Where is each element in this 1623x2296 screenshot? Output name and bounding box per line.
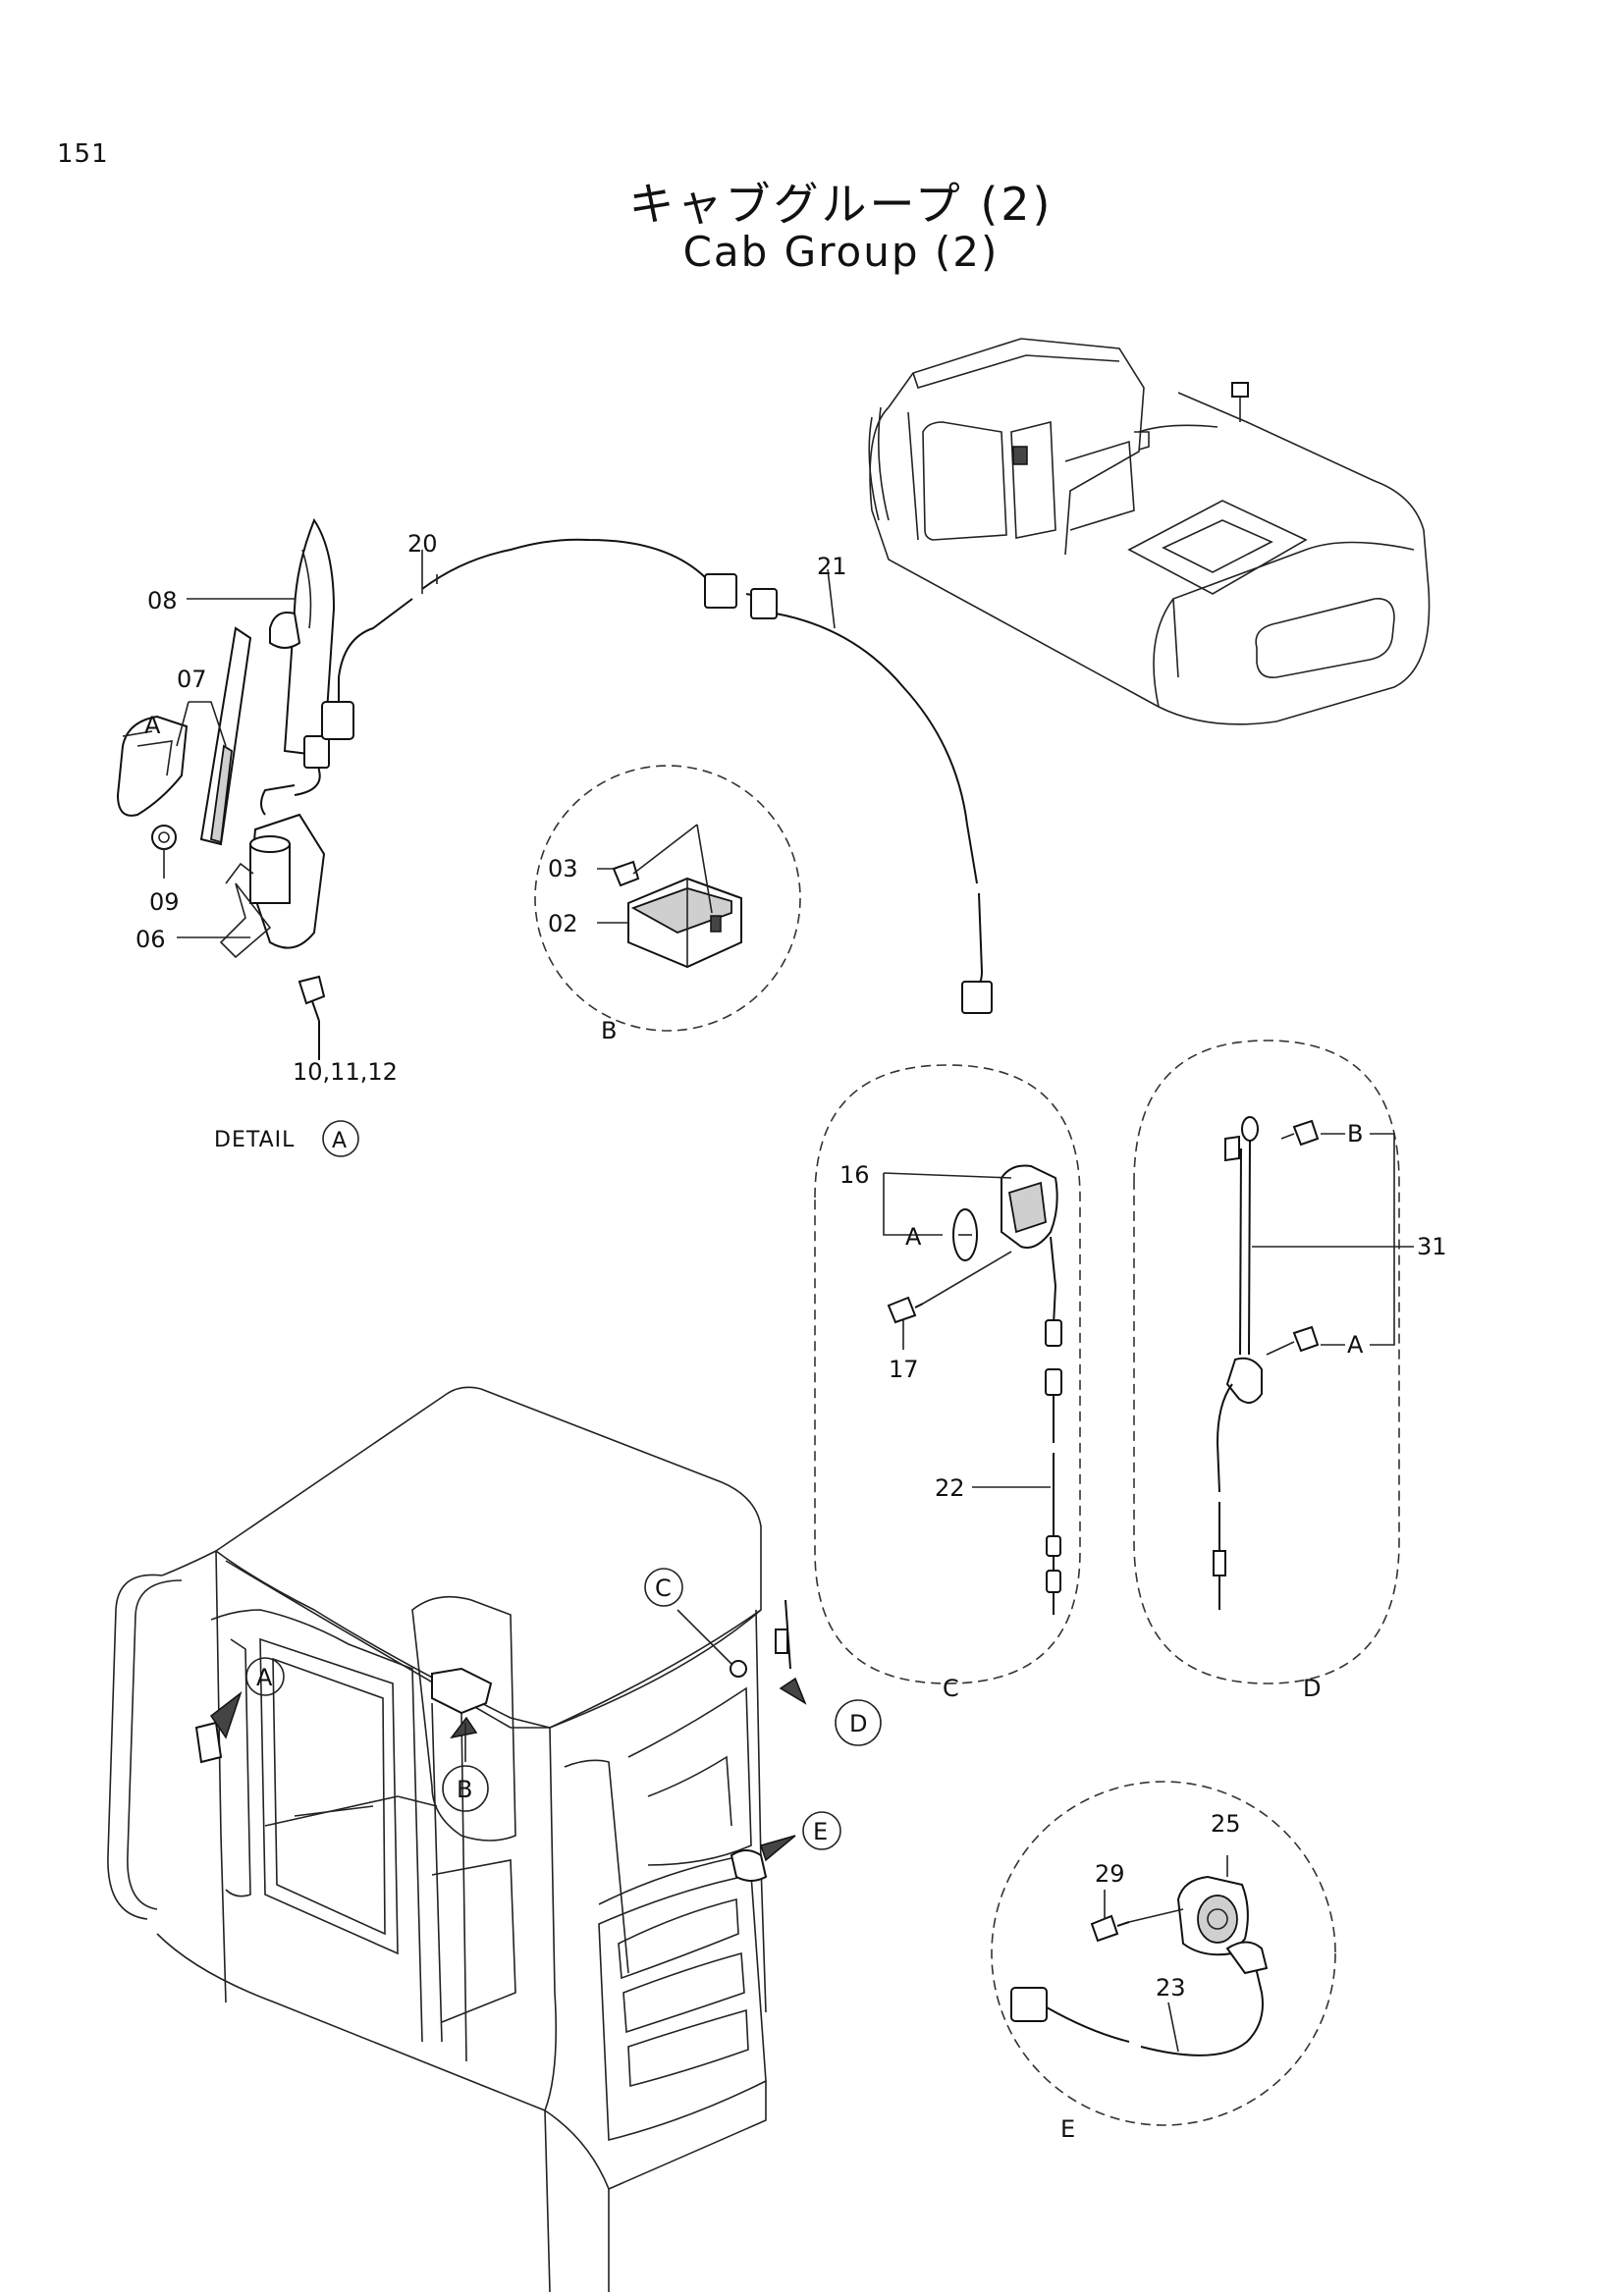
- callout-c: C: [655, 1575, 672, 1602]
- label-10-11-12: 10,11,12: [293, 1058, 398, 1086]
- label-d-detail: D: [1303, 1675, 1321, 1702]
- label-c-detail: C: [943, 1675, 959, 1702]
- callout-d: D: [849, 1710, 867, 1737]
- detail-e-speaker: [991, 1781, 1336, 2126]
- label-08: 08: [147, 587, 178, 614]
- label-17: 17: [889, 1356, 919, 1383]
- label-09: 09: [149, 888, 180, 916]
- label-29: 29: [1095, 1860, 1125, 1888]
- label-21: 21: [817, 553, 847, 580]
- label-03: 03: [548, 855, 578, 882]
- detail-c-lamp: [814, 1064, 1081, 1684]
- title-english: Cab Group (2): [682, 228, 1000, 276]
- page-number: 151: [57, 139, 109, 169]
- label-b-detail: B: [601, 1017, 617, 1044]
- callout-e: E: [813, 1818, 828, 1845]
- antenna-icon: [1213, 1116, 1263, 1610]
- callout-a: A: [256, 1664, 273, 1691]
- label-06: 06: [135, 926, 166, 953]
- cab-icon: [107, 1386, 807, 2293]
- harness-icon: [321, 538, 993, 1014]
- label-31: 31: [1417, 1233, 1447, 1260]
- label-b-knob: B: [1347, 1120, 1363, 1148]
- title-japanese: キャブグループ (2): [628, 178, 1054, 231]
- detail-d-antenna: [1133, 1040, 1414, 1684]
- detail-caption-letter: A: [332, 1129, 347, 1153]
- label-20: 20: [407, 530, 438, 558]
- label-02: 02: [548, 910, 578, 937]
- lamp-icon: [1001, 1164, 1058, 1249]
- speaker-icon: [1176, 1875, 1249, 1956]
- label-e-detail: E: [1060, 2115, 1075, 2143]
- room-lamp-icon: [627, 877, 742, 969]
- label-23: 23: [1156, 1974, 1186, 2002]
- detail-caption-prefix: DETAIL: [214, 1128, 295, 1152]
- label-a-knob: A: [1347, 1331, 1364, 1359]
- label-a-bulb: A: [905, 1223, 922, 1251]
- label-07: 07: [177, 666, 207, 693]
- detail-b-room-lamp: [534, 765, 801, 1032]
- callout-b: B: [457, 1776, 472, 1803]
- label-16: 16: [839, 1161, 870, 1189]
- wiper-assembly: [116, 517, 336, 1060]
- label-22: 22: [935, 1474, 965, 1502]
- label-25: 25: [1211, 1810, 1241, 1838]
- label-a-clip: A: [144, 712, 161, 739]
- excavator-icon: [868, 338, 1431, 725]
